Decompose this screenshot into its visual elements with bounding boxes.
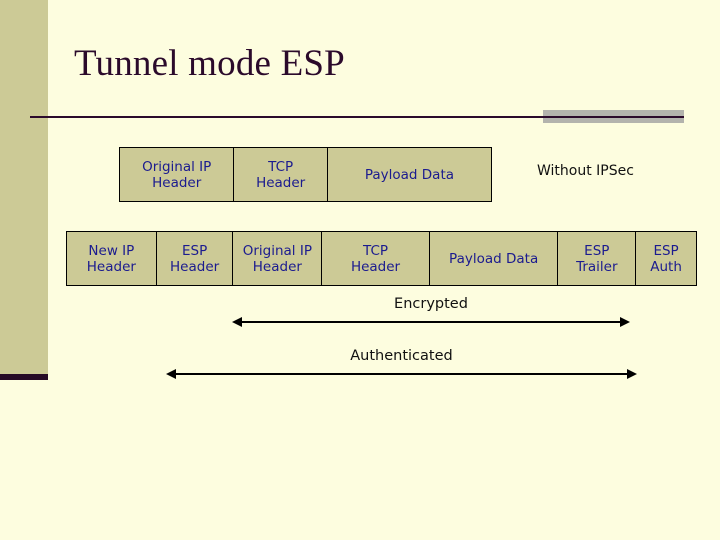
- sidebar-accent-cap: [0, 374, 48, 380]
- arrow-head-left-icon: [232, 316, 242, 327]
- authenticated-label: Authenticated: [350, 348, 453, 364]
- packet-field-cell: New IP Header: [67, 232, 157, 285]
- packet-field-cell: Original IP Header: [233, 232, 323, 285]
- packet-field-cell: TCP Header: [234, 148, 328, 201]
- sidebar-decorative-band: [0, 0, 48, 374]
- arrow-head-left-icon: [166, 368, 176, 379]
- authenticated-double-arrow-icon: [166, 368, 637, 379]
- packet-field-cell: TCP Header: [322, 232, 430, 285]
- without-ipsec-note: Without IPSec: [537, 163, 634, 179]
- arrow-shaft: [172, 373, 631, 375]
- packet-field-cell: ESP Header: [157, 232, 234, 285]
- packet-field-cell: ESP Trailer: [558, 232, 637, 285]
- title-divider-rule: [30, 116, 684, 118]
- arrow-head-right-icon: [620, 316, 630, 327]
- encrypted-label: Encrypted: [394, 296, 468, 312]
- packet-field-cell: Payload Data: [364, 166, 455, 183]
- packet-field-cell: Original IP Header: [120, 148, 235, 201]
- packet-field-cell: Payload Data: [430, 232, 559, 285]
- packet-field-cell: ESP Auth: [650, 242, 682, 275]
- encrypted-double-arrow-icon: [232, 316, 630, 327]
- page-title: Tunnel mode ESP: [74, 43, 345, 84]
- arrow-shaft: [238, 321, 624, 323]
- arrow-head-right-icon: [627, 368, 637, 379]
